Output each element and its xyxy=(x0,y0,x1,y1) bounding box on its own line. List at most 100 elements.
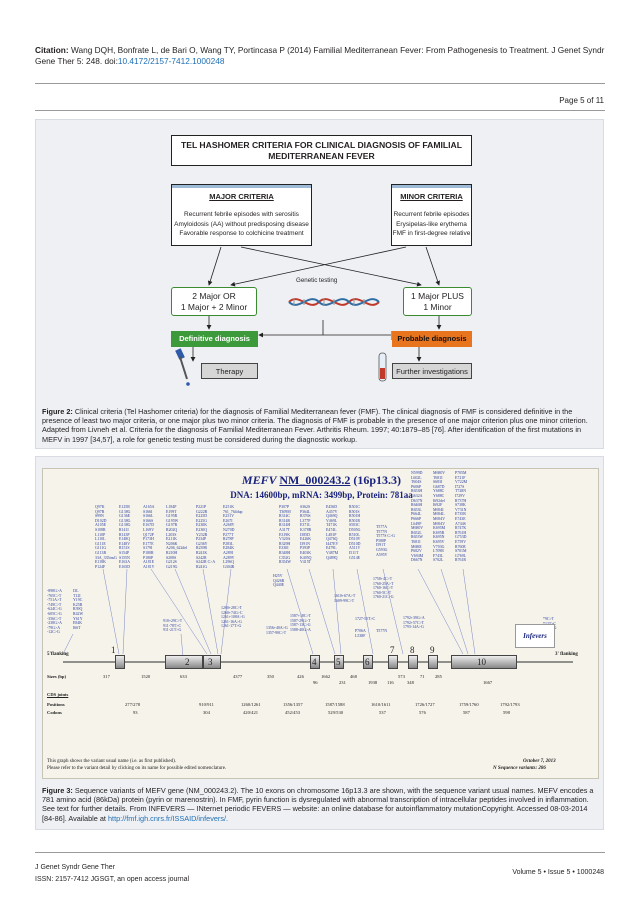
exon-6[interactable] xyxy=(363,655,373,669)
variant-column[interactable]: A165A S166I S166L S166S E167D L169V Q172… xyxy=(143,505,155,569)
exon-1[interactable] xyxy=(115,655,125,669)
exon-label: 8 xyxy=(410,645,415,655)
intron-variants[interactable]: 1587+18C>T 1587-29G>T 1587-13C>G 1588-40… xyxy=(290,614,312,632)
cds-codon: 529/530 xyxy=(328,710,344,715)
codons-label: Codons xyxy=(47,710,62,715)
cds-codon: 93 xyxy=(133,710,138,715)
minor-criteria-header: MINOR CRITERIA xyxy=(400,192,463,201)
dna-helix-icon xyxy=(288,298,380,306)
size-value: 71 xyxy=(420,674,425,679)
cds-position: 1610/1611 xyxy=(371,702,391,707)
size-value: 348 xyxy=(407,680,414,685)
major-item: Amyloidosis (AA) without predisposing di… xyxy=(174,220,309,228)
major-criteria-box: MAJOR CRITERIA Recurrent febrile episode… xyxy=(171,184,312,246)
exon-label: 1 xyxy=(111,645,116,655)
exon-variants[interactable]: T577N xyxy=(376,629,388,633)
intron-variants[interactable]: 1727-55T>C xyxy=(355,617,376,621)
footer-left: J Genet Syndr Gene Ther ISSN: 2157-7412 … xyxy=(35,862,189,886)
size-value: 426 xyxy=(297,674,304,679)
variant-column[interactable]: T577A T577N T577S C>G P588P I591T G593G … xyxy=(376,525,395,557)
exon-3[interactable] xyxy=(203,655,221,669)
intron-variants[interactable]: 1260+28C>T 1260+74G>C 1261+108A>G 1261-1… xyxy=(221,606,245,629)
major-item: Favorable response to colchicine treatme… xyxy=(179,230,304,237)
variant-column[interactable]: P307P T309M R314C R314R R314H A317T E319… xyxy=(279,505,292,565)
exon1-variants[interactable]: I3L T12I Y19C K25R R39Q R42W Y61Y E84K I… xyxy=(73,589,84,630)
doi-link[interactable]: 10.4172/2157-7412.1000248 xyxy=(117,56,225,66)
intron-variants[interactable]: 1356+40A>G 1357-90C>T xyxy=(266,626,288,635)
cds-position: 1356/1357 xyxy=(283,702,303,707)
page-rule xyxy=(35,110,605,111)
variant-column[interactable]: L184P E199T G195R G195W G197R R202Q L203… xyxy=(166,505,188,569)
cds-position: 1759/1760 xyxy=(459,702,479,707)
probable-rule-line-1: 1 Major PLUS xyxy=(411,291,464,301)
exon-5[interactable] xyxy=(334,655,344,669)
date-label: October 7, 2013 xyxy=(523,759,556,764)
exon-label: 4 xyxy=(312,657,317,667)
journal-name: J Genet Syndr Gene Ther xyxy=(35,864,116,871)
cds-codon: 420/421 xyxy=(243,710,259,715)
legend-note-2: Please refer to the variant detail by cl… xyxy=(47,766,227,771)
exon-variants[interactable]: H25V Q426R Q440E xyxy=(273,574,285,588)
variant-column[interactable]: R501C R501S R501H R501R S503C D505G R510… xyxy=(349,505,361,560)
mefv-variant-map: MEFV NM_000243.2 (16p13.3) DNA: 14600bp,… xyxy=(42,468,599,779)
gene-track xyxy=(62,568,573,663)
exon-label: 7 xyxy=(390,645,395,655)
promoter-variants[interactable]: -898G>A -765C>T -751A>T -749C>T -624C>G … xyxy=(47,589,62,635)
exon-9[interactable] xyxy=(428,655,438,669)
exon-8[interactable] xyxy=(408,655,418,669)
figure-2-panel xyxy=(35,119,604,449)
cds-position: 277/278 xyxy=(125,702,141,707)
exon-10[interactable] xyxy=(451,655,517,669)
exon-7[interactable] xyxy=(388,655,398,669)
therapy-box: Therapy xyxy=(201,363,258,379)
variant-column[interactable]: P705M E721F V722M I727S T728N I729V R737… xyxy=(455,471,468,563)
citation: Citation: Wang DQH, Bonfrate L, de Bari … xyxy=(35,45,610,67)
variant-column[interactable]: E456D A457V Q469Q V469L T471K E474L L481… xyxy=(326,505,339,560)
accession[interactable]: NM_000243.2 xyxy=(279,473,351,487)
intron-variants[interactable]: 1610+67A>T 1609-99C>T xyxy=(334,594,356,603)
major-item: Recurrent febrile episodes with serositi… xyxy=(184,211,299,218)
infevers-logo: Infevers xyxy=(515,624,555,648)
intron-variants[interactable]: 910+29C>T 911-78T>C 911-21T>G xyxy=(163,619,183,633)
variant-column[interactable]: Q97K Q97R S99N D102D A105E S108R L110P L… xyxy=(95,505,117,569)
cds-joints-label: CDS joints xyxy=(47,692,69,697)
definitive-rule-box: 2 Major OR 1 Major + 2 Minor xyxy=(171,287,257,316)
exon-label: 5 xyxy=(336,657,341,667)
probable-rule-line-2: 1 Minor xyxy=(423,302,452,312)
mefv-title: MEFV NM_000243.2 (16p13.3) xyxy=(43,473,598,488)
major-criteria-header: MAJOR CRITERIA xyxy=(209,192,274,201)
cds-codon: 576 xyxy=(419,710,426,715)
intron-variants[interactable]: 1792+39G>A 1792+57C>T 1793-14A>G xyxy=(403,616,425,630)
exon-label: 3 xyxy=(208,657,213,667)
minor-criteria-list: Recurrent febrile episodes Erysipelas-li… xyxy=(392,210,471,239)
variant-column[interactable]: N599D L602L T604S P606P R653H G632A D637… xyxy=(411,471,424,563)
major-criteria-list: Recurrent febrile episodes with serositi… xyxy=(172,210,311,239)
exon-label: 10 xyxy=(477,657,486,667)
minor-criteria-box: MINOR CRITERIA Recurrent febrile episode… xyxy=(391,184,472,246)
exon-label: 9 xyxy=(430,645,435,655)
size-value: 573 xyxy=(398,674,405,679)
figure-2-diagram: TEL HASHOMER CRITERIA FOR CLINICAL DIAGN… xyxy=(171,135,472,395)
size-value: 231 xyxy=(339,680,346,685)
exon-variants[interactable]: P706A L538F xyxy=(355,629,366,638)
cds-codon: 537 xyxy=(379,710,386,715)
sequence-count: N Sequence variants: 286 xyxy=(493,766,546,771)
probable-rule-box: 1 Major PLUS 1 Minor xyxy=(403,287,472,316)
infevers-link[interactable]: http://fmf.igh.cnrs.fr/ISSAID/infevers/. xyxy=(108,813,229,823)
variant-column[interactable]: E251K 761_764dup E251V E267I A268V N270D… xyxy=(223,505,243,569)
dropper-icon xyxy=(175,348,190,386)
variant-column[interactable]: S362S P364L R376S L377P E371L K378R I385… xyxy=(300,505,312,565)
exon-2[interactable] xyxy=(165,655,203,669)
cds-position: 1587/1588 xyxy=(325,702,345,707)
intron-variants[interactable]: 1758+4C>T 1760-25A>T 1760-16C>T 1760-5C>… xyxy=(373,577,394,600)
further-investigations-box: Further investigations xyxy=(392,363,472,379)
variant-column[interactable]: M680V T681I S683I G687D Y688C Y688C I692… xyxy=(433,471,446,563)
size-value: 468 xyxy=(350,674,357,679)
exon-4[interactable] xyxy=(310,655,320,669)
minor-item: Recurrent febrile episodes xyxy=(393,211,470,218)
variant-column[interactable]: E125R G138G G136E G138G G138G R141I R143… xyxy=(119,505,131,569)
exon-label: 2 xyxy=(185,657,190,667)
cds-position: 1792/1793 xyxy=(500,702,520,707)
variant-column[interactable]: P221P G222R E225D E225G E230K E230Q Y232… xyxy=(196,505,216,569)
cds-codon: 598 xyxy=(503,710,510,715)
